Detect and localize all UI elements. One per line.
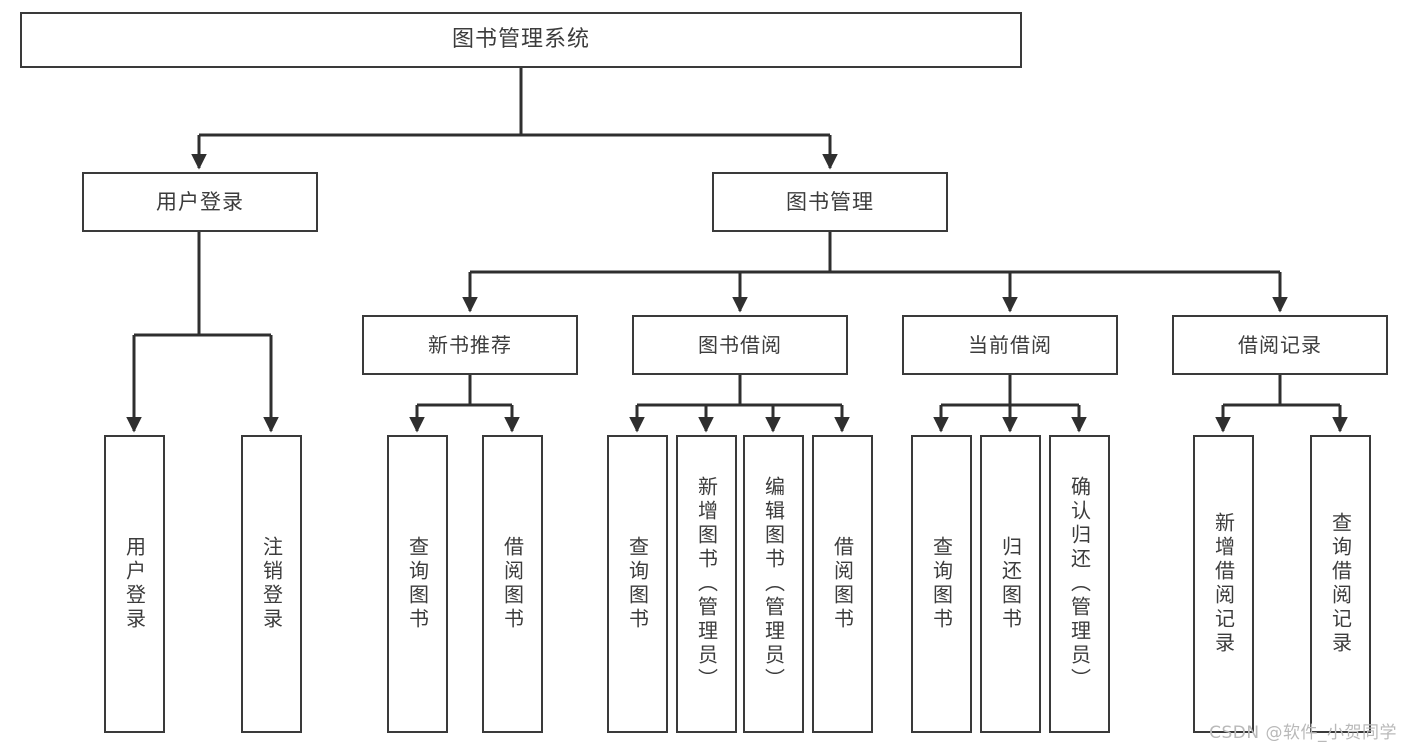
node-label: 新增图书（管理员） bbox=[694, 476, 719, 692]
node-borrow-record[interactable]: 借阅记录 bbox=[1172, 315, 1388, 375]
node-root-book-management-system[interactable]: 图书管理系统 bbox=[20, 12, 1022, 68]
node-new-book-recommend[interactable]: 新书推荐 bbox=[362, 315, 578, 375]
watermark: CSDN @软件_小贺同学 bbox=[1209, 723, 1397, 743]
leaf-borrow-query-book[interactable]: 查询图书 bbox=[607, 435, 668, 733]
leaf-borrow-add-book-admin[interactable]: 新增图书（管理员） bbox=[676, 435, 737, 733]
node-label: 用户登录 bbox=[156, 189, 244, 214]
leaf-newbook-borrow-book[interactable]: 借阅图书 bbox=[482, 435, 543, 733]
leaf-record-query-borrow-record[interactable]: 查询借阅记录 bbox=[1310, 435, 1371, 733]
node-label: 用户登录 bbox=[122, 536, 147, 632]
node-label: 图书管理 bbox=[786, 189, 874, 214]
node-label: 查询图书 bbox=[405, 536, 430, 632]
node-book-management[interactable]: 图书管理 bbox=[712, 172, 948, 232]
leaf-user-login[interactable]: 用户登录 bbox=[104, 435, 165, 733]
node-user-login[interactable]: 用户登录 bbox=[82, 172, 318, 232]
leaf-current-confirm-return-admin[interactable]: 确认归还（管理员） bbox=[1049, 435, 1110, 733]
node-label: 图书管理系统 bbox=[451, 27, 590, 53]
leaf-borrow-borrow-book[interactable]: 借阅图书 bbox=[812, 435, 873, 733]
leaf-borrow-edit-book-admin[interactable]: 编辑图书（管理员） bbox=[743, 435, 804, 733]
node-label: 归还图书 bbox=[998, 536, 1023, 632]
node-label: 确认归还（管理员） bbox=[1067, 476, 1092, 692]
leaf-logout[interactable]: 注销登录 bbox=[241, 435, 302, 733]
node-current-borrow[interactable]: 当前借阅 bbox=[902, 315, 1118, 375]
leaf-current-return-book[interactable]: 归还图书 bbox=[980, 435, 1041, 733]
node-label: 查询图书 bbox=[625, 536, 650, 632]
node-label: 借阅图书 bbox=[830, 536, 855, 632]
node-label: 查询借阅记录 bbox=[1328, 512, 1353, 656]
node-label: 新增借阅记录 bbox=[1211, 512, 1236, 656]
node-label: 借阅记录 bbox=[1238, 332, 1322, 357]
node-label: 当前借阅 bbox=[968, 332, 1052, 357]
leaf-current-query-book[interactable]: 查询图书 bbox=[911, 435, 972, 733]
node-label: 新书推荐 bbox=[428, 332, 512, 357]
node-label: 图书借阅 bbox=[698, 332, 782, 357]
node-label: 编辑图书（管理员） bbox=[761, 476, 786, 692]
node-book-borrow[interactable]: 图书借阅 bbox=[632, 315, 848, 375]
node-label: 借阅图书 bbox=[500, 536, 525, 632]
leaf-record-add-borrow-record[interactable]: 新增借阅记录 bbox=[1193, 435, 1254, 733]
leaf-newbook-query-book[interactable]: 查询图书 bbox=[387, 435, 448, 733]
node-label: 注销登录 bbox=[259, 536, 284, 632]
node-label: 查询图书 bbox=[929, 536, 954, 632]
